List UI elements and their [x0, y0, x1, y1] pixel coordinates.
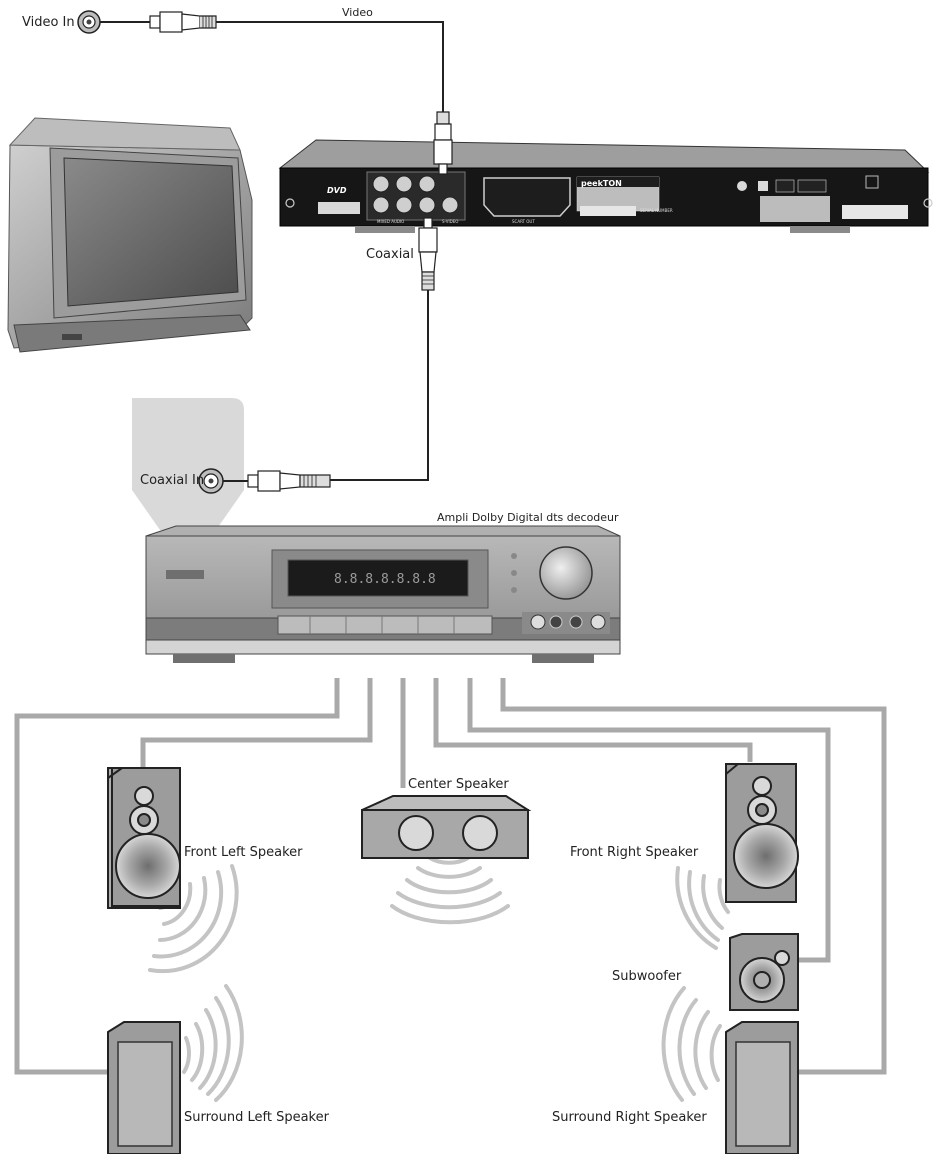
rca-plug-coaxial-horizontal — [247, 470, 331, 492]
sound-waves-surround-right — [661, 986, 734, 1102]
dvd-logo: DVD — [327, 186, 347, 195]
dvd-panel-scart-out: SCART OUT — [512, 219, 535, 224]
cable-subwoofer — [467, 678, 831, 963]
coaxial-in-label: Coaxial In — [140, 473, 205, 488]
scart-connector — [483, 177, 571, 217]
woofer-cone-icon — [115, 833, 181, 899]
coaxial-cable-label: Coaxial — [366, 247, 414, 262]
rca-jacks-dvd — [366, 171, 466, 221]
front-right-speaker-label: Front Right Speaker — [570, 845, 699, 860]
dvd-brand: peekTON — [581, 179, 622, 188]
video-in-label: Video In — [22, 15, 75, 30]
dvd-panel-mixed-audio: MIXED AUDIO — [377, 219, 404, 224]
speaker-surround-right — [725, 1021, 799, 1154]
coaxial-in-highlight — [132, 398, 244, 530]
dvd-player: DVD MIXED AUDIO S-VIDEO SCART OUT peekTO… — [278, 139, 933, 233]
rca-plug-video-horizontal — [149, 11, 217, 33]
amplifier-display-text: 8.8.8.8.8.8.8 — [334, 572, 436, 587]
cable-surround-left — [14, 678, 340, 1075]
cable-front-left — [140, 678, 373, 768]
cable-front-right — [433, 678, 753, 762]
woofer-cone-icon — [733, 823, 799, 889]
rca-plug-video-vertical — [433, 111, 453, 175]
volume-knob-icon — [539, 546, 593, 600]
cable-surround-right — [500, 678, 887, 1075]
speaker-surround-left — [107, 1021, 181, 1154]
front-left-speaker-label: Front Left Speaker — [184, 845, 303, 860]
dvd-panel-serial-number: SERIAL NUMBER — [640, 208, 673, 213]
rca-plug-coaxial-vertical — [418, 217, 438, 291]
amplifier: 8.8.8.8.8.8.8 — [145, 525, 621, 663]
sound-waves-surround-left — [182, 984, 244, 1102]
speaker-subwoofer — [729, 933, 799, 1011]
dvd-panel-s-video: S-VIDEO — [442, 219, 458, 224]
center-speaker-label: Center Speaker — [408, 777, 509, 792]
speaker-cables — [14, 678, 887, 1075]
sound-waves-center — [390, 856, 510, 925]
video-cable-label: Video — [342, 6, 373, 19]
subwoofer-label: Subwoofer — [612, 969, 682, 984]
coaxial-cable — [132, 217, 438, 530]
surround-right-speaker-label: Surround Right Speaker — [552, 1110, 707, 1125]
amplifier-label: Ampli Dolby Digital dts decodeur — [437, 511, 619, 524]
surround-left-speaker-label: Surround Left Speaker — [184, 1110, 329, 1125]
amplifier-display — [287, 559, 469, 597]
speaker-front-left — [107, 767, 181, 909]
video-cable — [77, 10, 453, 175]
television — [7, 117, 253, 353]
tv-screen — [63, 157, 239, 307]
speaker-center — [361, 795, 532, 859]
speaker-front-right — [725, 763, 799, 903]
